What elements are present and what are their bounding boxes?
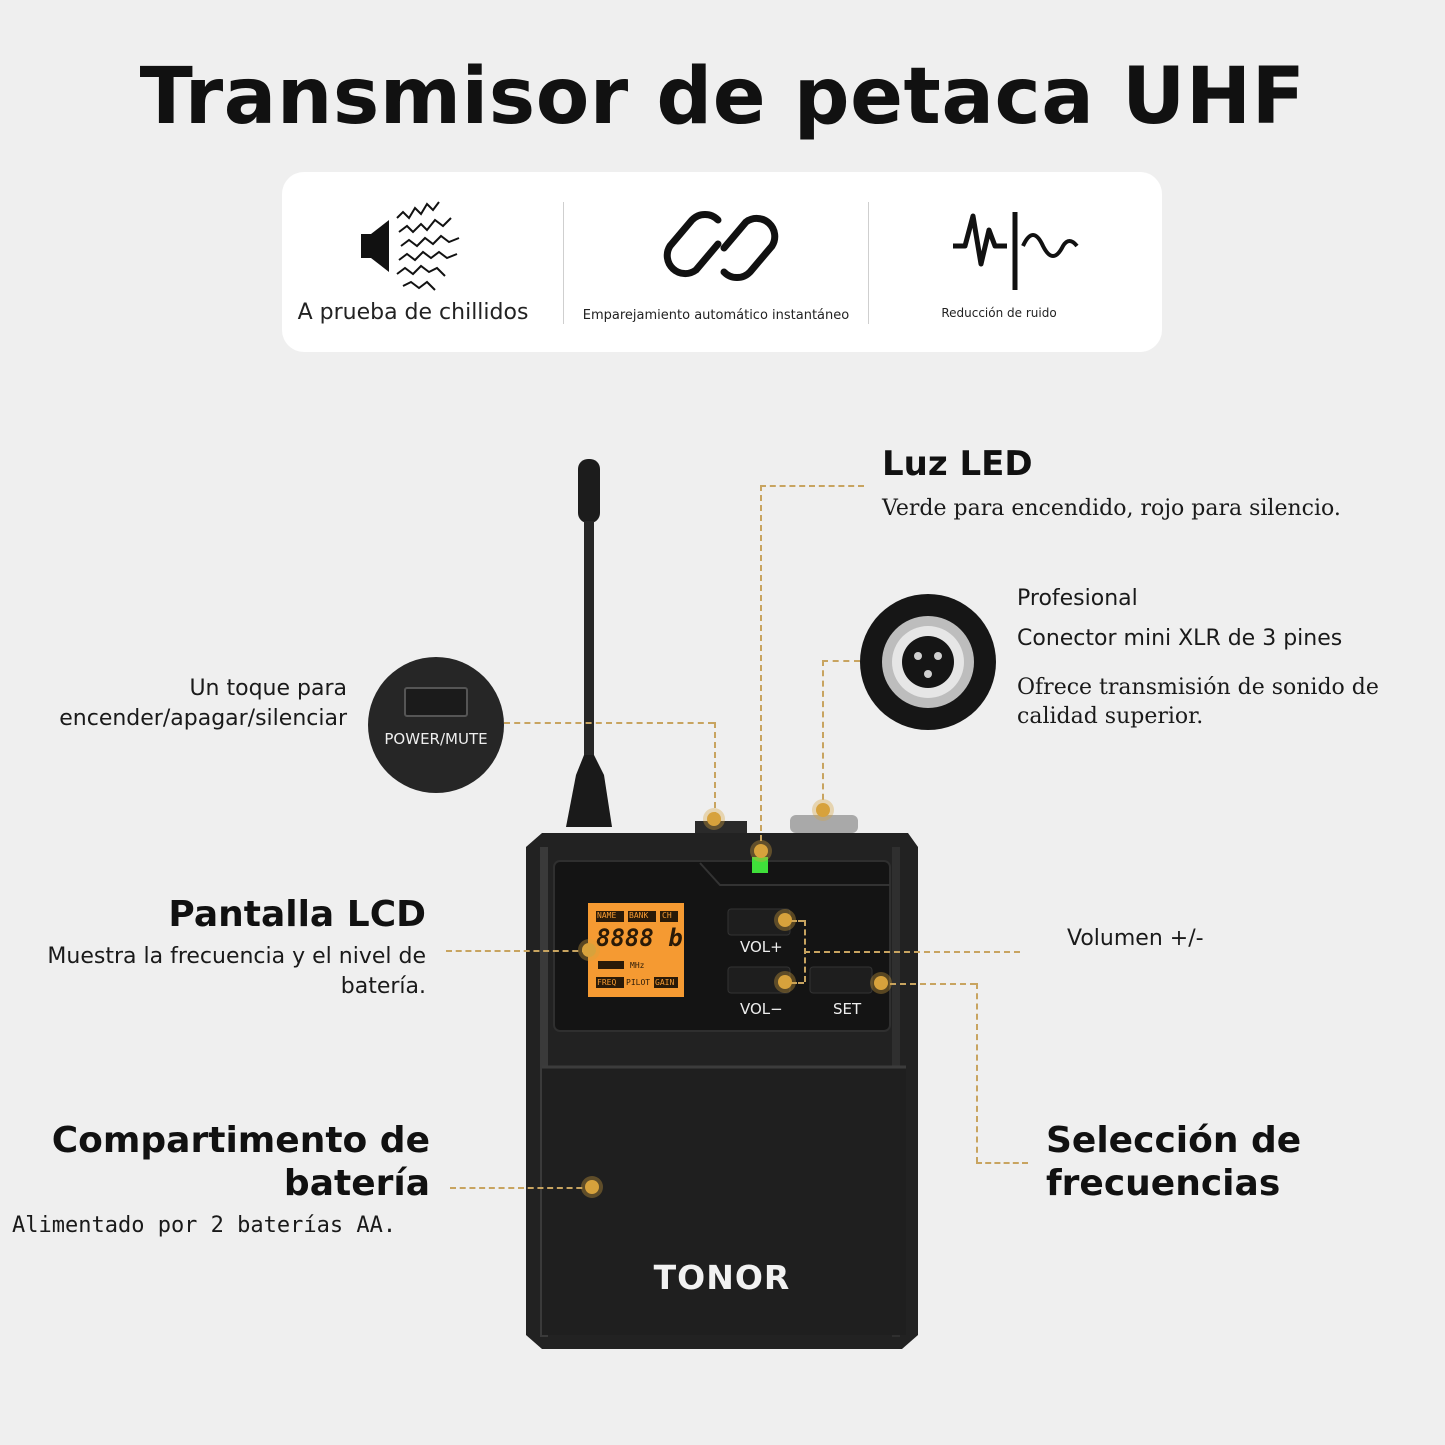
lcd-digits: 8888 b bbox=[596, 924, 683, 952]
feature-label: Emparejamiento automático instantáneo bbox=[582, 308, 850, 323]
xlr-connector-inset bbox=[860, 594, 996, 730]
callout-dot bbox=[778, 913, 792, 927]
lcd-tag-ch: CH bbox=[662, 911, 672, 920]
features-card: A prueba de chillidos Emparejamiento aut… bbox=[282, 172, 1162, 352]
feature-auto-pairing: Emparejamiento automático instantáneo bbox=[564, 172, 868, 352]
vol-up-label: VOL+ bbox=[740, 938, 783, 956]
battery-desc: Alimentado por 2 baterías AA. bbox=[12, 1213, 397, 1238]
leader-line bbox=[504, 722, 714, 724]
lcd-unit: MHz bbox=[630, 961, 645, 970]
leader-line bbox=[760, 485, 762, 851]
lcd-tag-pilot: PILOT bbox=[626, 978, 651, 987]
divider bbox=[868, 202, 869, 324]
lcd-tag-gain: GAIN bbox=[655, 978, 675, 987]
callout-dot bbox=[707, 812, 721, 826]
brand-logo: TONOR bbox=[653, 1258, 791, 1297]
connector-line1: Profesional bbox=[1017, 586, 1138, 611]
leader-line bbox=[804, 951, 1020, 953]
lcd-desc2: batería. bbox=[340, 974, 426, 999]
battery-title1: Compartimento de bbox=[51, 1120, 430, 1161]
leader-line bbox=[760, 485, 864, 487]
led-title: Luz LED bbox=[882, 444, 1033, 484]
leader-line bbox=[450, 1187, 592, 1189]
callout-dot bbox=[754, 844, 768, 858]
callout-dot bbox=[778, 975, 792, 989]
feature-label: Reducción de ruido bbox=[941, 306, 1057, 320]
speaker-feedback-icon bbox=[361, 201, 460, 291]
power-mute-label: POWER/MUTE bbox=[384, 730, 488, 748]
connector-desc1: Ofrece transmisión de sonido de bbox=[1017, 675, 1379, 700]
leader-line bbox=[976, 1162, 1028, 1164]
leader-line bbox=[446, 950, 588, 952]
connector-desc2: calidad superior. bbox=[1017, 704, 1204, 729]
vol-down-label: VOL− bbox=[740, 1000, 783, 1018]
callout-dot bbox=[874, 976, 888, 990]
feature-squeal-proof: A prueba de chillidos bbox=[282, 172, 562, 352]
feature-label: A prueba de chillidos bbox=[297, 300, 529, 325]
battery-title2: batería bbox=[283, 1163, 430, 1204]
lcd-tag-name: NAME bbox=[597, 911, 617, 920]
power-line1: Un toque para bbox=[189, 676, 347, 701]
page-title: Transmisor de petaca UHF bbox=[139, 52, 1306, 142]
lcd-title: Pantalla LCD bbox=[168, 894, 426, 935]
leader-line bbox=[714, 722, 716, 818]
link-icon bbox=[663, 211, 779, 281]
feature-noise-reduction: Reducción de ruido bbox=[869, 172, 1162, 352]
power-line2: encender/apagar/silenciar bbox=[59, 706, 347, 731]
soundwave-icon bbox=[953, 212, 1079, 290]
leader-line bbox=[784, 982, 804, 984]
volume-label: Volumen +/- bbox=[1067, 926, 1204, 951]
led-desc: Verde para encendido, rojo para silencio… bbox=[882, 496, 1341, 521]
callout-dot bbox=[582, 943, 596, 957]
frequency-title1: Selección de bbox=[1046, 1120, 1302, 1161]
connector-line2: Conector mini XLR de 3 pines bbox=[1017, 626, 1343, 651]
leader-line bbox=[822, 660, 824, 810]
frequency-title2: frecuencias bbox=[1046, 1163, 1281, 1204]
callout-dot bbox=[585, 1180, 599, 1194]
set-label: SET bbox=[833, 1000, 862, 1018]
leader-line bbox=[822, 660, 860, 662]
divider bbox=[563, 202, 564, 324]
lcd-desc1: Muestra la frecuencia y el nivel de bbox=[47, 944, 426, 969]
bodypack-transmitter bbox=[526, 459, 918, 1349]
power-mute-inset bbox=[368, 657, 504, 793]
leader-line bbox=[976, 983, 978, 1163]
lcd-tag-freq: FREQ bbox=[597, 978, 617, 987]
leader-line bbox=[784, 920, 804, 922]
callout-dot bbox=[816, 803, 830, 817]
leader-line bbox=[880, 983, 976, 985]
lcd-tag-bank: BANK bbox=[629, 911, 649, 920]
